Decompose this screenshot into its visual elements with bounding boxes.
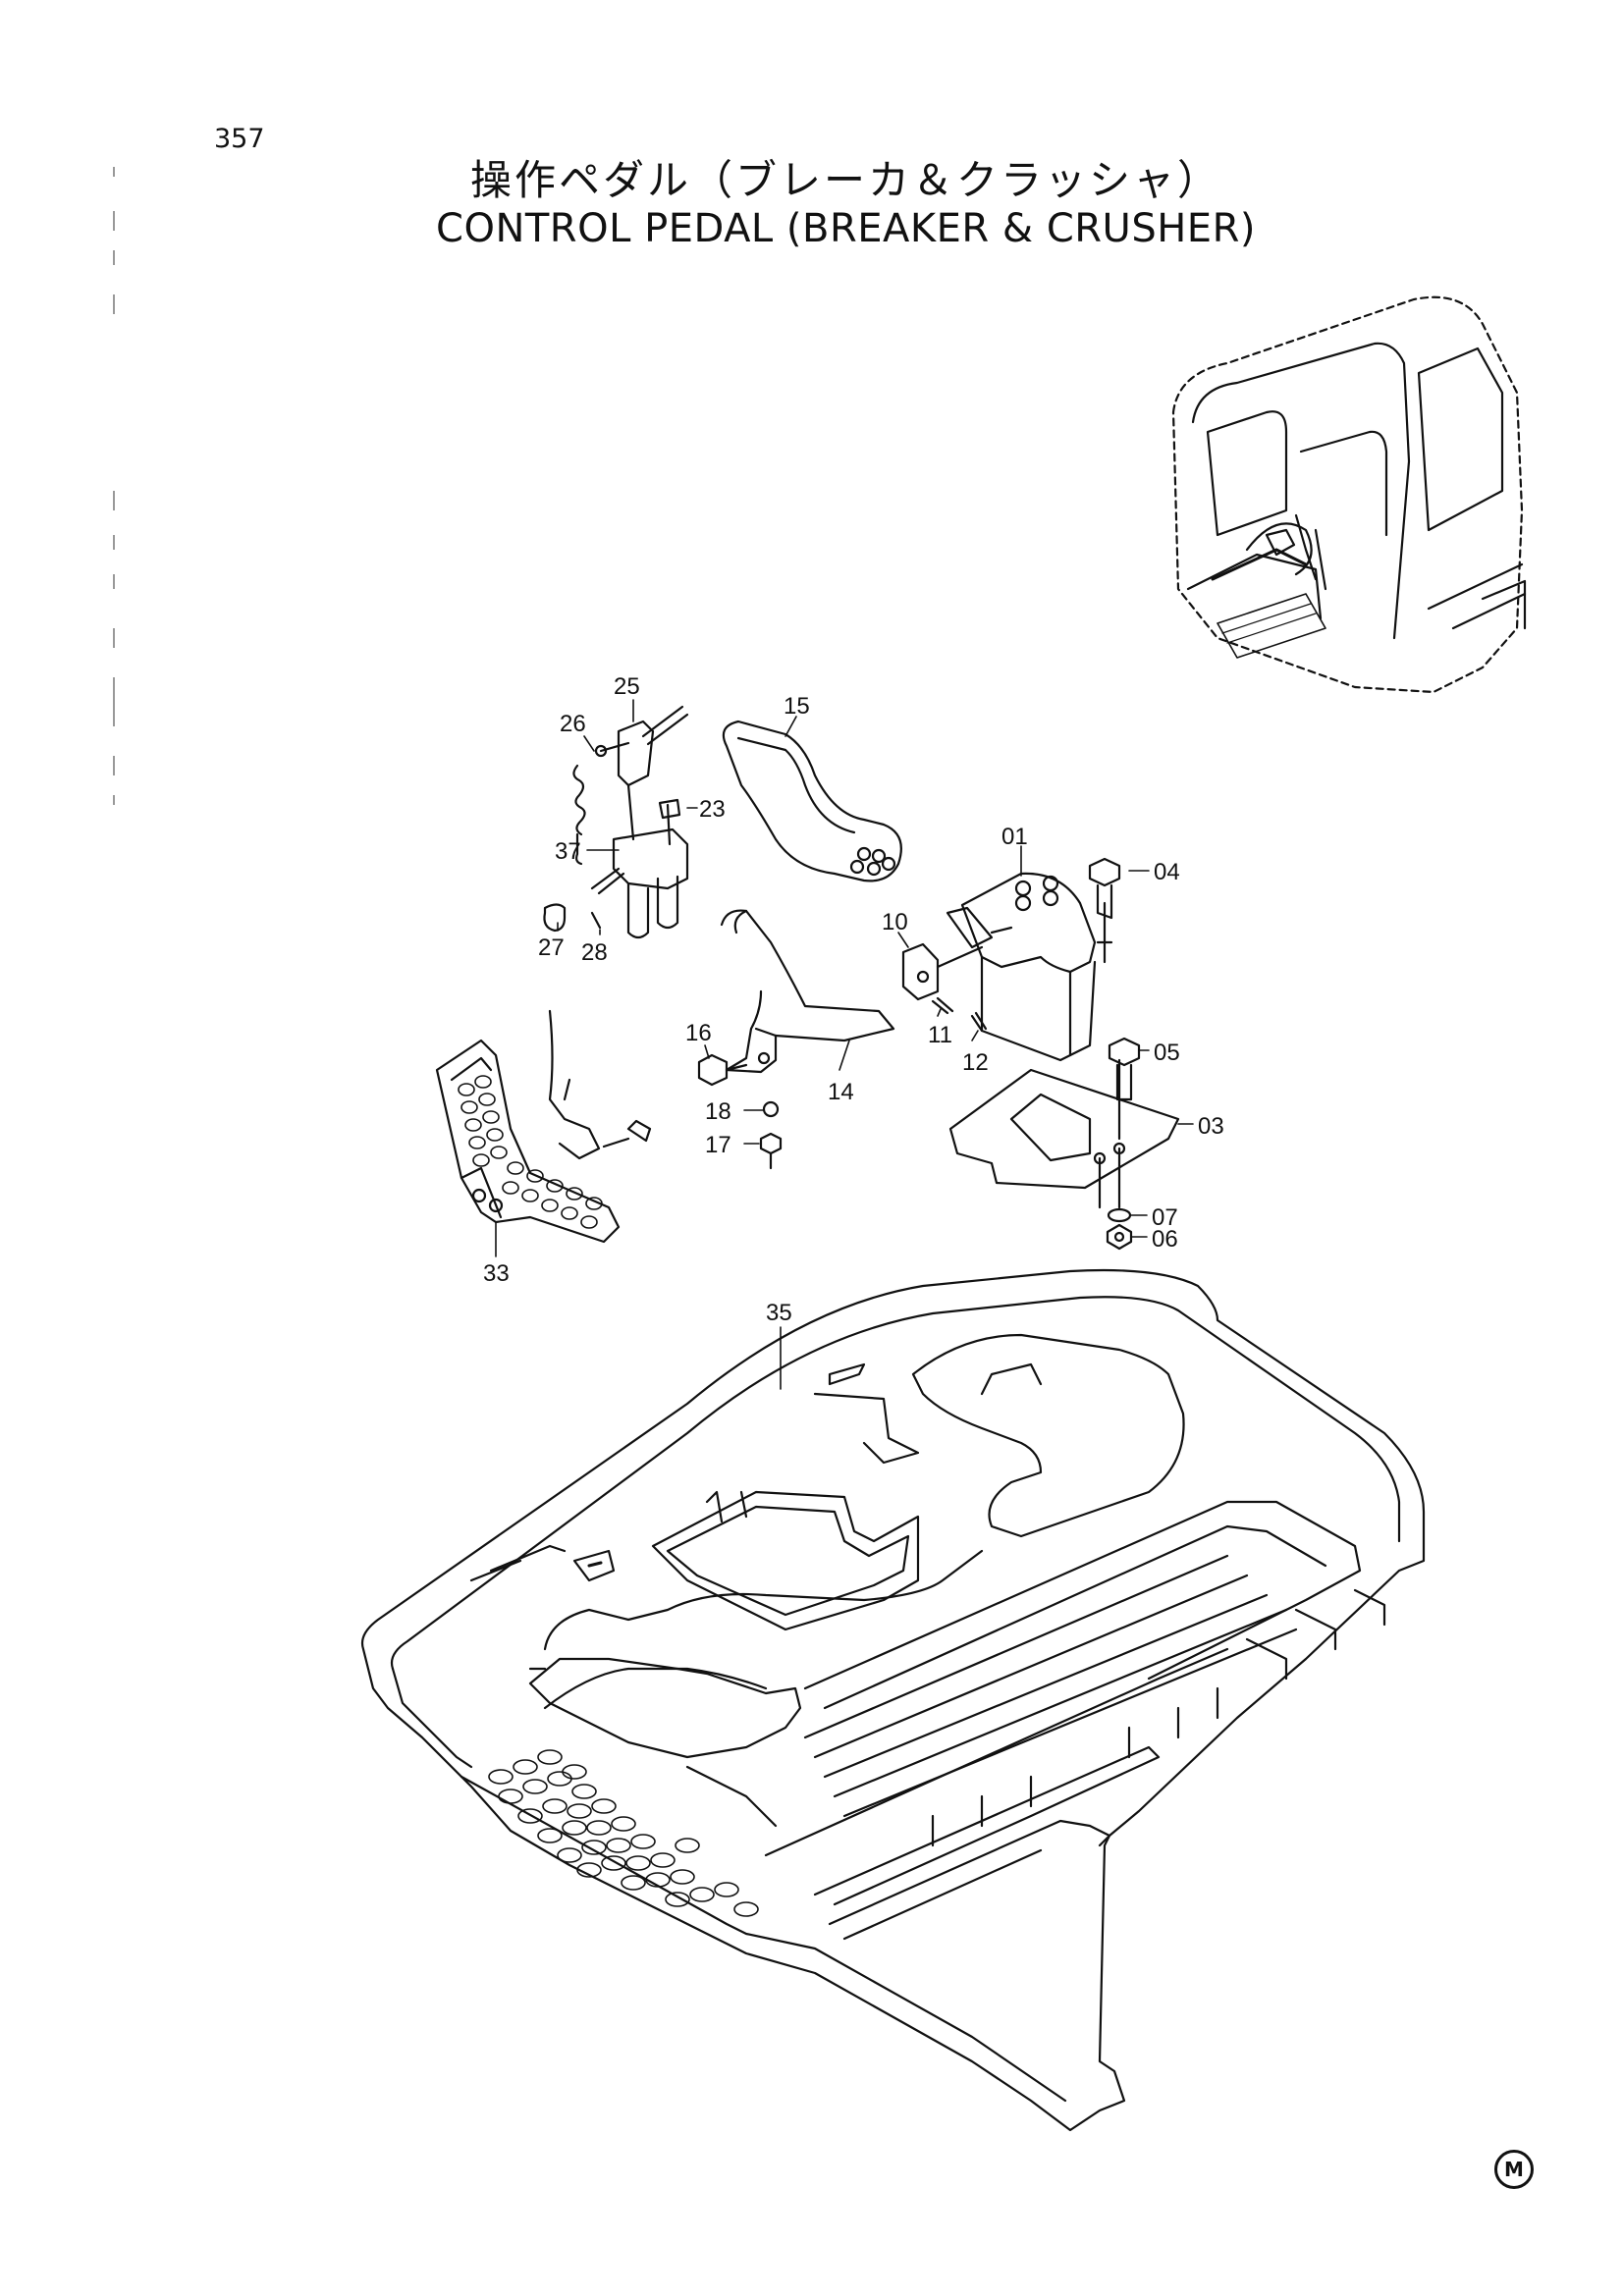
pedal-valve <box>946 872 1097 1062</box>
part-label: 28 <box>581 939 608 966</box>
part-label: 03 <box>1198 1113 1224 1140</box>
part-label: 11 <box>928 1022 952 1048</box>
part-label: 35 <box>766 1300 792 1326</box>
part-label: 14 <box>828 1079 854 1105</box>
pedal <box>435 1009 652 1244</box>
part-label: 01 <box>1001 824 1028 850</box>
part-label: 25 <box>614 673 640 700</box>
part-label: 17 <box>705 1132 731 1158</box>
fasteners <box>697 857 1141 1251</box>
mounting-plate <box>948 901 1180 1209</box>
title-english: CONTROL PEDAL (BREAKER & CRUSHER) <box>436 206 1256 251</box>
part-label: 27 <box>538 934 565 961</box>
part-label: 04 <box>1154 859 1180 885</box>
manufacturer-mark: M <box>1494 2150 1534 2189</box>
part-labels: 01 03 04 05 06 07 10 11 12 14 15 16 17 1… <box>483 673 1224 1326</box>
cab-location-illustration <box>1171 295 1527 694</box>
part-label: 07 <box>1152 1204 1178 1231</box>
part-label: 05 <box>1154 1040 1180 1066</box>
part-label: 12 <box>962 1049 989 1076</box>
pedal-cover <box>722 720 902 882</box>
title-japanese: 操作ペダル（ブレーカ＆クラッシャ） <box>469 156 1221 204</box>
margin-binding-marks <box>113 167 115 805</box>
part-label: 33 <box>483 1260 510 1287</box>
leader-lines <box>495 699 1194 1390</box>
part-label: 15 <box>784 693 810 720</box>
part-label: 18 <box>705 1098 731 1125</box>
part-label: 26 <box>560 711 586 737</box>
floor-mat <box>360 1268 1426 2132</box>
part-label: 23 <box>699 796 726 823</box>
pedal-bracket-assembly <box>543 705 689 939</box>
page-number: 357 <box>214 124 265 154</box>
part-label: 06 <box>1152 1226 1178 1253</box>
part-label: 10 <box>882 909 908 935</box>
block-and-pins <box>901 942 988 1033</box>
part-label: 16 <box>685 1020 712 1046</box>
pedal-bracket-plate <box>720 909 895 1074</box>
part-label: 37 <box>555 838 581 865</box>
